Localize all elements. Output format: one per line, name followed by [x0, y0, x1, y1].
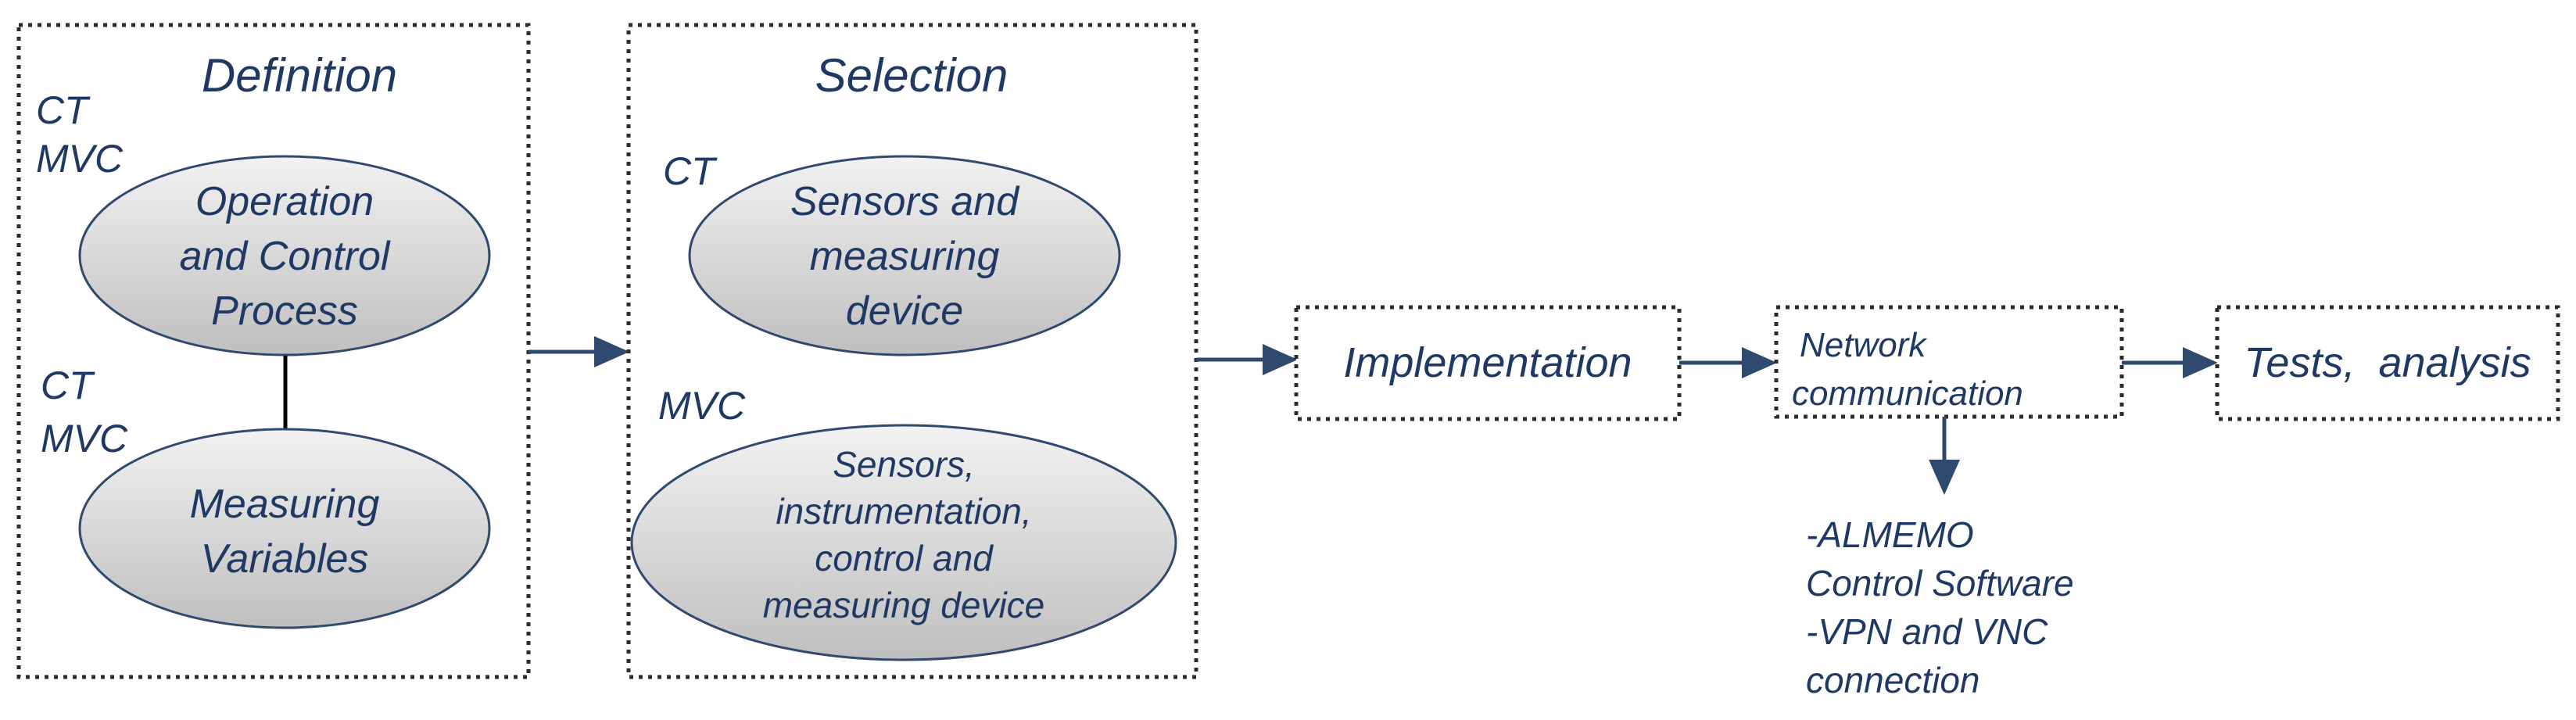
operation-control-line2: and Control — [180, 234, 391, 279]
network-box — [1774, 305, 2124, 419]
selection-tag1: CT — [663, 149, 718, 193]
tests-box — [2215, 305, 2560, 421]
selection-group: Selection CT Sensors and measuring devic… — [626, 23, 1198, 679]
sensors-instrumentation-line1: Sensors, — [833, 444, 975, 485]
implementation-box — [1294, 305, 1682, 421]
measuring-variables-line2: Variables — [201, 536, 369, 582]
sensors-instrumentation-line2: instrumentation, — [776, 491, 1031, 532]
tests-label: Tests, analysis — [2244, 339, 2531, 386]
implementation-label: Implementation — [1343, 339, 1632, 386]
selection-title: Selection — [815, 49, 1009, 102]
measuring-variables-ellipse — [78, 428, 491, 629]
definition-tag2-line2: MVC — [41, 417, 128, 460]
sensors-instrumentation-ellipse — [630, 424, 1177, 661]
definition-title: Definition — [202, 49, 397, 102]
measuring-variables-line1: Measuring — [190, 482, 380, 527]
definition-tag2-line1: CT — [41, 364, 95, 407]
selection-tag2: MVC — [658, 384, 746, 428]
sensors-instrumentation-line3: control and — [815, 538, 994, 579]
network-group: Network communication — [1774, 305, 2124, 419]
operation-control-line1: Operation — [195, 179, 374, 224]
network-line1: Network — [1800, 326, 1927, 364]
network-line2: communication — [1792, 374, 2023, 413]
network-notes: -ALMEMO Control Software -VPN and VNC co… — [1806, 514, 2074, 700]
definition-group: Definition CT MVC Operation and Control … — [16, 23, 531, 679]
note-line2: Control Software — [1806, 563, 2074, 604]
note-line4: connection — [1806, 660, 1980, 700]
definition-tag1-line2: MVC — [36, 137, 124, 181]
note-line1: -ALMEMO — [1806, 514, 1974, 555]
implementation-group: Implementation — [1294, 305, 1682, 421]
tests-group: Tests, analysis — [2215, 305, 2560, 421]
definition-tag1-line1: CT — [36, 88, 91, 132]
sensors-measuring-line3: device — [846, 288, 963, 334]
sensors-measuring-ellipse — [688, 155, 1121, 356]
sensors-measuring-line2: measuring — [810, 234, 1000, 279]
operation-control-ellipse — [78, 155, 491, 356]
operation-control-line3: Process — [211, 288, 358, 334]
sensors-measuring-line1: Sensors and — [790, 179, 1020, 224]
sensors-instrumentation-line4: measuring device — [763, 585, 1045, 625]
note-line3: -VPN and VNC — [1806, 611, 2048, 652]
